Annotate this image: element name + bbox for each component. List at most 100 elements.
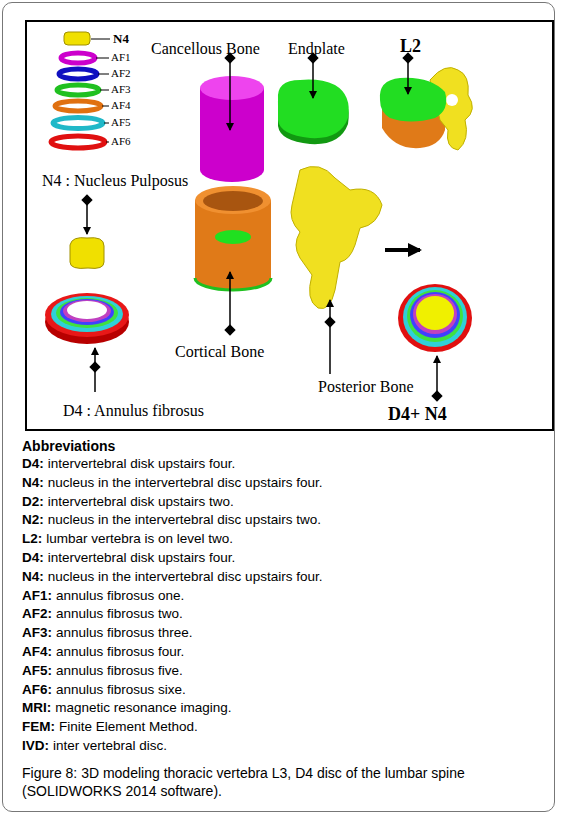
layer-label: AF6: [111, 135, 131, 147]
abbrev-row: AF2:annulus fibrosus two.: [22, 606, 183, 621]
cortical-part: [195, 186, 271, 336]
abbrev-definition: annulus fibrosus one.: [56, 588, 184, 603]
abbrev-term: N2:: [22, 512, 44, 527]
abbrev-definition: intervertebral disk upstairs four.: [48, 550, 236, 565]
layer-stack-shape: [96, 58, 109, 59]
annulus-part-shape: [56, 298, 118, 328]
part-label: D4+ N4: [388, 404, 447, 425]
cancellous-part: [200, 52, 264, 182]
layer-stack-shape: [51, 136, 105, 148]
layer-stack-shape: [91, 39, 110, 40]
cortical-part-shape: [229, 272, 231, 326]
abbrev-term: MRI:: [22, 700, 51, 715]
annulus-part-shape: [51, 296, 123, 332]
cortical-part-shape: [195, 278, 271, 290]
vertebra-part-shape: [380, 78, 446, 122]
layer-stack-shape: [61, 53, 95, 63]
abbrev-term: AF6:: [22, 682, 52, 697]
abbrev-definition: nucleus in the intervertebral disc upsta…: [48, 569, 323, 584]
figure-caption: Figure 8: 3D modeling thoracic vertebra …: [22, 764, 542, 800]
disc-assembly-shape: [403, 287, 467, 347]
layer-stack-shape: [106, 142, 109, 143]
vertebra-part-shape: [446, 94, 458, 106]
abbrev-definition: annulus fibrosus three.: [56, 625, 193, 640]
annulus-part-shape: [60, 299, 114, 325]
layer-label: AF5: [111, 116, 131, 128]
abbrev-term: D2:: [22, 494, 44, 509]
disc-assembly-shape: [413, 294, 457, 334]
abbrev-definition: lumbar vertebra is on level two.: [46, 531, 233, 546]
vertebra-part-shape: [407, 62, 409, 94]
abbrev-definition: magnetic resonance imaging.: [55, 700, 231, 715]
part-label: L2: [400, 36, 421, 57]
layer-stack-shape: [64, 32, 90, 45]
layer-stack-shape: [104, 123, 109, 124]
nucleus-part: [70, 194, 104, 268]
abbrev-definition: Finite Element Method.: [59, 719, 198, 734]
abbrev-term: L2:: [22, 531, 42, 546]
abbrev-row: D2: intervertebral disk upstairs two.: [22, 494, 234, 509]
abbrev-row: D4: intervertebral disk upstairs four.: [22, 550, 235, 565]
layer-stack-shape: [59, 69, 97, 79]
disc-assembly-shape: [398, 284, 472, 352]
posterior-part-shape: [329, 300, 331, 318]
abbrev-row: AF5:annulus fibrosus five.: [22, 663, 183, 678]
endplate-part: [278, 52, 349, 144]
abbrev-row: AF4:annulus fibrosus four.: [22, 644, 184, 659]
abbrev-row: MRI: magnetic resonance imaging.: [22, 700, 232, 715]
abbrev-row: IVD:inter vertebral disc.: [22, 738, 167, 753]
part-label: N4: [113, 31, 129, 47]
abbrev-row: AF6: annulus fibrosus sixe.: [22, 682, 186, 697]
abbrev-row: AF1:annulus fibrosus one.: [22, 588, 184, 603]
cortical-part-shape: [215, 230, 251, 244]
layer-label: AF3: [111, 83, 131, 95]
cortical-part-shape: [203, 191, 263, 211]
abbrev-term: D4:: [22, 550, 44, 565]
disc-assembly-shape: [407, 290, 463, 342]
posterior-part-shape: [385, 248, 420, 252]
abbrev-term: AF3:: [22, 625, 52, 640]
annulus-part-shape: [67, 301, 107, 319]
part-label: Cancellous Bone: [151, 40, 260, 58]
annulus-part: [45, 293, 129, 392]
posterior-part-shape: [291, 166, 382, 308]
cancellous-part-shape: [229, 62, 231, 130]
posterior-part-shape: [324, 316, 335, 327]
disc-assembly-shape: [436, 356, 438, 392]
annulus-part-shape: [45, 293, 129, 337]
abbrev-row: N2:nucleus in the intervertebral disc up…: [22, 512, 321, 527]
abbrev-term: AF5:: [22, 663, 52, 678]
cortical-part-shape: [195, 186, 271, 214]
abbrev-definition: annulus fibrosus four.: [56, 644, 184, 659]
disc-assembly-shape: [416, 296, 454, 330]
list-heading: Abbreviations: [22, 438, 115, 454]
layer-label: AF2: [111, 67, 131, 79]
nucleus-part-shape: [81, 194, 92, 205]
abbrev-term: N4:: [22, 475, 44, 490]
abbrev-definition: annulus fibrosus sixe.: [56, 682, 186, 697]
cancellous-part-shape: [200, 88, 264, 182]
layer-label: AF1: [111, 51, 131, 63]
nucleus-part-shape: [70, 238, 104, 269]
abbrev-definition: intervertebral disk upstairs two.: [48, 494, 234, 509]
abbrev-row: AF3: annulus fibrosus three.: [22, 625, 193, 640]
abbrev-definition: inter vertebral disc.: [53, 738, 167, 753]
cortical-part-shape: [224, 324, 235, 335]
abbrev-term: AF2:: [22, 606, 52, 621]
part-label: Cortical Bone: [175, 343, 264, 361]
layer-label: AF4: [111, 99, 131, 111]
nucleus-part-shape: [86, 204, 88, 234]
abbrev-definition: intervertebral disk upstairs four.: [48, 456, 236, 471]
part-label: Posterior Bone: [318, 378, 414, 396]
posterior-part: [291, 166, 420, 374]
abbrev-definition: nucleus in the intervertebral disc upsta…: [48, 475, 323, 490]
disc-assembly-shape: [410, 292, 460, 338]
abbrev-row: N4: nucleus in the intervertebral disc up…: [22, 475, 322, 490]
layer-stack: [51, 32, 110, 148]
disc-assembly-shape: [431, 390, 442, 401]
part-label: D4 : Annulus fibrosus: [63, 402, 204, 420]
layer-stack-shape: [57, 85, 99, 95]
layer-stack-shape: [55, 101, 101, 111]
abbrev-term: N4:: [22, 569, 44, 584]
